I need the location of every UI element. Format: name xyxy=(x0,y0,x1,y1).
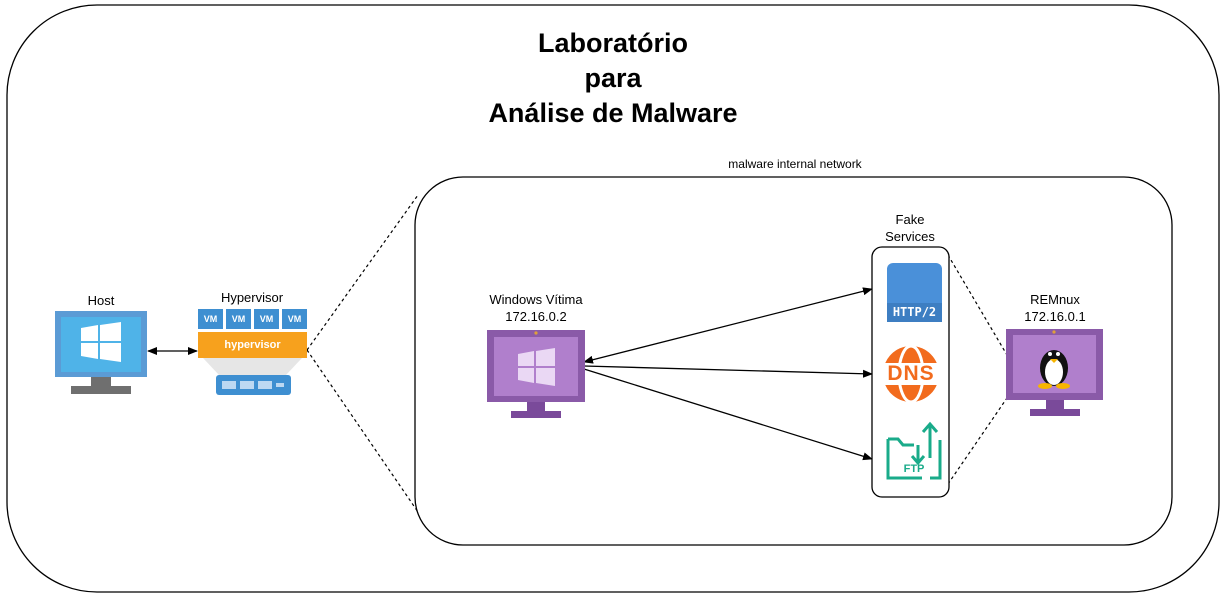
vm-label-1: VM xyxy=(203,314,218,324)
vm-label-2: VM xyxy=(231,314,246,324)
host-monitor-icon xyxy=(55,311,147,394)
fake-services-label-2: Services xyxy=(885,229,935,244)
fake-services-label-1: Fake xyxy=(895,212,925,227)
arrow-to-dns xyxy=(583,365,873,378)
host-label: Host xyxy=(87,293,115,308)
hypervisor-server-icon xyxy=(198,309,307,395)
network-label: malware internal network xyxy=(728,157,862,171)
remnux-ip: 172.16.0.1 xyxy=(1024,309,1086,324)
windows-ip: 172.16.0.2 xyxy=(505,309,567,324)
http2-label: HTTP/2 xyxy=(892,305,937,319)
zoom-line-top xyxy=(306,194,419,351)
ftp-label: FTP xyxy=(903,463,925,475)
zoom-line-bottom xyxy=(306,349,419,513)
arrow-to-http xyxy=(583,287,873,364)
remnux-label: REMnux xyxy=(1030,292,1080,307)
hypervisor-bar-label: hypervisor xyxy=(224,339,281,351)
hypervisor-label: Hypervisor xyxy=(220,290,284,305)
title-line-1: Laboratório xyxy=(537,28,688,58)
remnux-monitor-icon xyxy=(1006,329,1103,416)
arrow-to-ftp xyxy=(583,368,873,461)
remnux-link-top xyxy=(947,254,1008,356)
ftp-icon xyxy=(886,421,942,480)
vm-label-4: VM xyxy=(287,314,302,324)
dns-icon xyxy=(879,344,943,404)
http2-icon xyxy=(887,263,942,322)
windows-victim-monitor-icon xyxy=(487,330,585,418)
vm-label-3: VM xyxy=(259,314,274,324)
remnux-link-bottom xyxy=(947,397,1008,485)
dns-label: DNS xyxy=(887,362,935,385)
title-line-3: Análise de Malware xyxy=(488,98,738,128)
title-line-2: para xyxy=(584,63,642,93)
page-title: Laboratório para Análise de Malware xyxy=(413,26,813,131)
windows-label: Windows Vítima xyxy=(489,292,583,307)
